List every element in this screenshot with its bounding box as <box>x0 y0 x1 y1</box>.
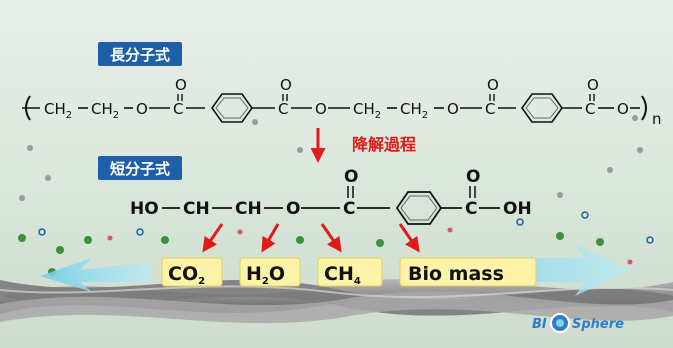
svg-text:Bio mass: Bio mass <box>408 263 504 285</box>
svg-text:CH2: CH2 <box>91 100 119 121</box>
product-co2: CO2 <box>161 257 223 287</box>
svg-text:CH: CH <box>235 199 262 219</box>
svg-text:降解過程: 降解過程 <box>352 135 416 154</box>
svg-text:O: O <box>286 199 300 219</box>
svg-text:O: O <box>587 76 599 94</box>
svg-text:O: O <box>447 100 459 118</box>
particles <box>18 115 654 276</box>
svg-text:O: O <box>315 100 327 118</box>
tag-long-molecule: 長分子式 <box>98 42 182 66</box>
product-h2o: H2O <box>239 257 301 287</box>
svg-text:C: C <box>465 199 477 219</box>
short-chain-formula: HO CH CH O C O C O OH <box>130 167 532 225</box>
svg-text:OH: OH <box>503 199 532 219</box>
svg-text:O: O <box>280 76 292 94</box>
fiber-bundle <box>0 278 673 324</box>
tag-short-molecule: 短分子式 <box>98 156 182 180</box>
svg-text:短分子式: 短分子式 <box>110 160 170 178</box>
product-biomass: Bio mass <box>399 257 537 287</box>
svg-text:O: O <box>617 100 629 118</box>
svg-text:HO: HO <box>130 199 159 219</box>
svg-text:O: O <box>175 76 187 94</box>
svg-text:C: C <box>278 100 288 118</box>
svg-text:O: O <box>466 167 480 187</box>
svg-text:CH2: CH2 <box>44 100 72 121</box>
svg-text:n: n <box>652 110 662 128</box>
svg-text:C: C <box>485 100 495 118</box>
svg-text:C: C <box>173 100 183 118</box>
svg-text:C: C <box>343 199 355 219</box>
svg-text:CH: CH <box>183 199 210 219</box>
svg-text:H2O: H2O <box>246 263 285 287</box>
biosphere-logo: BI Sphere <box>532 313 624 333</box>
svg-text:C: C <box>585 100 595 118</box>
svg-text:O: O <box>136 100 148 118</box>
svg-text:CH4: CH4 <box>324 263 361 287</box>
svg-text:CH2: CH2 <box>353 100 381 121</box>
long-chain-formula: CH2 CH2 O C O C O O CH2 CH2 O C O C <box>22 76 662 128</box>
svg-text:CO2: CO2 <box>168 263 205 287</box>
svg-text:Sphere: Sphere <box>572 317 624 332</box>
product-ch4: CH4 <box>317 257 383 287</box>
svg-text:BI: BI <box>532 317 547 332</box>
breakdown-arrows <box>202 223 420 253</box>
svg-text:O: O <box>344 167 358 187</box>
svg-text:CH2: CH2 <box>400 100 428 121</box>
svg-text:長分子式: 長分子式 <box>110 46 170 64</box>
degradation-arrow: 降解過程 <box>310 128 416 163</box>
svg-text:O: O <box>487 76 499 94</box>
